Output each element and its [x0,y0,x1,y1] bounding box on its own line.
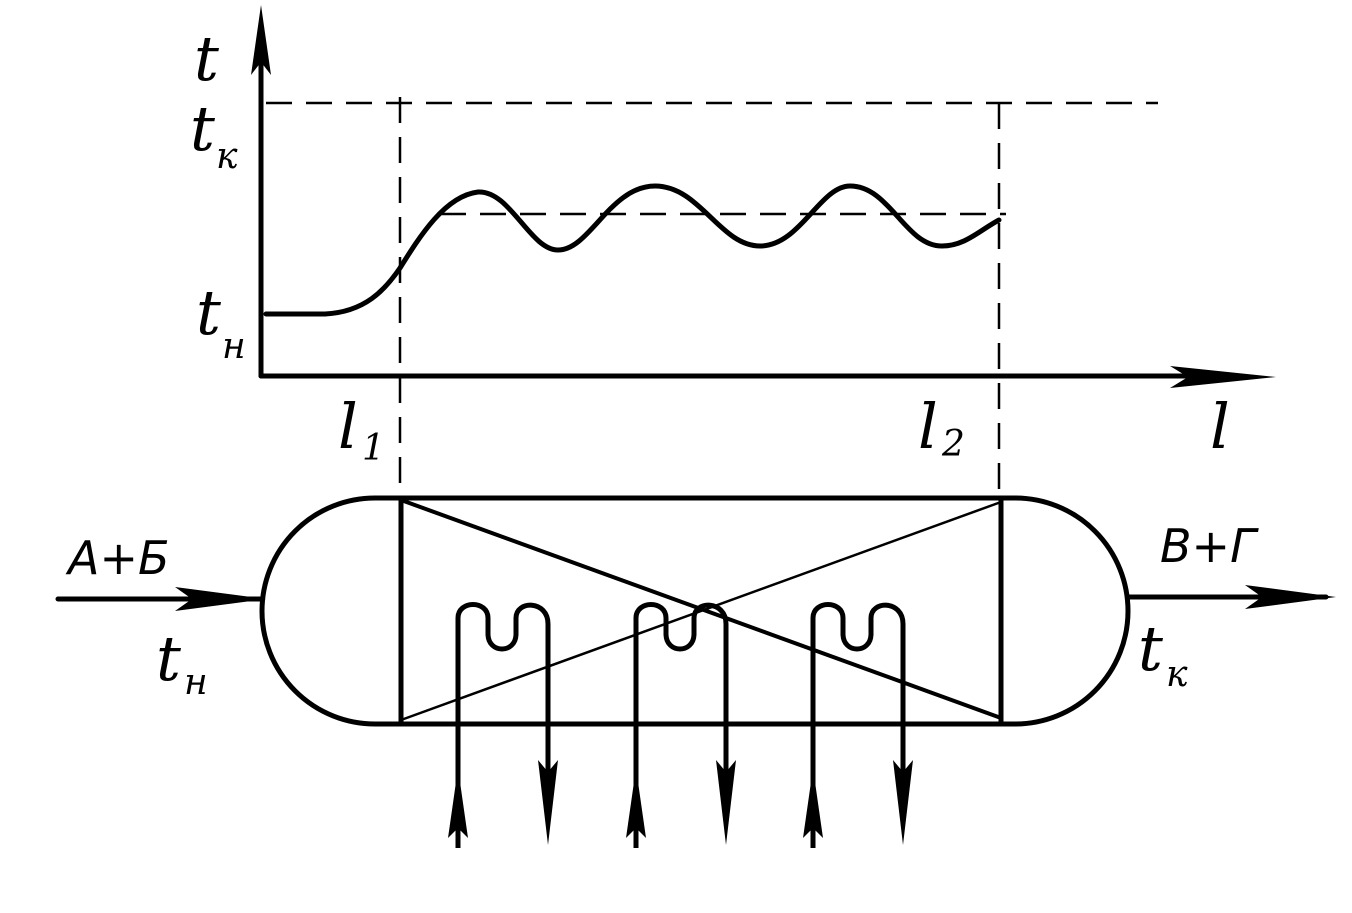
svg-text:l: l [338,390,358,463]
tk-label: t к [190,92,238,177]
coolant-in-arrow-icon [448,768,468,838]
coil-tube [810,602,906,848]
x-axis-label: l [1210,390,1230,463]
y-axis-arrow-icon [251,5,271,75]
catalyst-bed-diagonal-2 [400,500,1002,722]
svg-text:н: н [184,662,208,703]
inlet-label: А+Б [65,531,170,585]
outlet-temp-label: t к [1138,612,1188,695]
y-axis-label: t [194,22,219,95]
coolant-out-arrow-icon [538,760,558,845]
temperature-profile-curve [263,183,1002,317]
coolant-in-arrow-icon [803,768,823,838]
reactor: А+Б В+Г t н t к [55,495,1336,848]
coolant-out-arrow-icon [893,760,913,845]
svg-text:1: 1 [362,428,385,469]
coolant-in-arrow-icon [626,768,646,838]
l2-label: l 2 [918,390,965,465]
svg-text:t: t [196,276,221,349]
svg-text:t: t [1138,612,1163,685]
coil-tube [455,602,551,848]
svg-text:к: к [216,136,238,177]
svg-text:l: l [918,390,938,463]
coil-1 [448,602,558,848]
outlet-label: В+Г [1160,519,1259,573]
cooling-coils [448,602,913,848]
coil-3 [803,602,913,848]
svg-text:t: t [190,92,215,165]
l1-label: l 1 [338,390,385,469]
outlet-arrow-icon [1245,585,1336,609]
tn-label: t н [196,276,246,367]
coolant-out-arrow-icon [716,760,736,845]
inlet-arrow-icon [175,587,266,611]
svg-text:н: н [222,326,246,367]
temperature-graph: t l t к t н l 1 l 2 [190,5,1276,495]
svg-text:t: t [156,622,181,695]
svg-text:2: 2 [941,424,965,465]
reactor-vessel [259,495,1131,727]
svg-text:к: к [1166,654,1188,695]
x-axis-arrow-icon [1170,366,1276,388]
inlet-temp-label: t н [156,622,208,703]
coil-2 [626,602,736,848]
coil-tube [633,602,729,848]
